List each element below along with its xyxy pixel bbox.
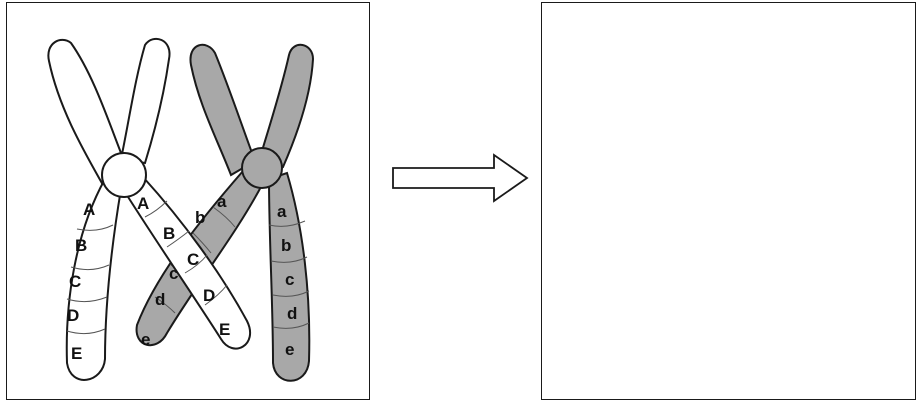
gene-label: d: [287, 304, 297, 323]
gene-label: c: [285, 270, 294, 289]
answer-panel-blank: [541, 2, 916, 400]
gene-label: B: [75, 236, 87, 255]
gene-label: b: [281, 236, 291, 255]
crossing-over-panel: A B C D E A B C D E a b c d e a: [6, 2, 370, 400]
chromosome-drawing: A B C D E A B C D E a b c d e a: [7, 3, 369, 399]
gene-label: D: [67, 306, 79, 325]
gene-label: c: [169, 264, 178, 283]
gene-label: B: [163, 224, 175, 243]
gene-label: b: [195, 208, 205, 227]
gene-label: D: [203, 286, 215, 305]
gene-label: C: [187, 250, 199, 269]
gene-label: A: [137, 194, 149, 213]
right-arrow-icon: [390, 152, 530, 204]
gene-label: e: [141, 330, 150, 349]
gene-label: d: [155, 290, 165, 309]
left-centromere: [102, 153, 146, 197]
gene-label: C: [69, 272, 81, 291]
right-centromere: [242, 148, 282, 188]
gene-label: a: [277, 202, 287, 221]
gene-label: E: [219, 320, 230, 339]
gene-label: e: [285, 340, 294, 359]
gene-label: A: [83, 200, 95, 219]
gene-label: E: [71, 344, 82, 363]
left-chromosome-upper-right-arm: [121, 39, 170, 163]
gene-label: a: [217, 192, 227, 211]
